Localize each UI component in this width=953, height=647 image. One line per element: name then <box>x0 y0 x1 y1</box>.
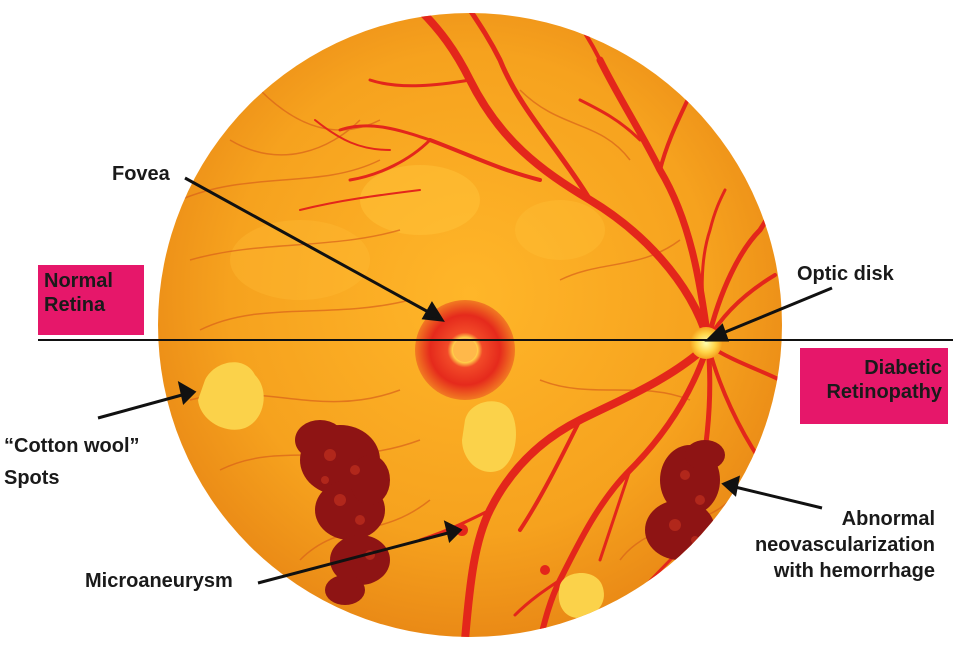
label-cotton-wool-line2: Spots <box>4 466 140 490</box>
label-optic-disk: Optic disk <box>797 262 894 286</box>
label-cotton-wool-line1: “Cotton wool” <box>4 434 140 458</box>
normal-retina-line2: Retina <box>44 293 138 317</box>
label-fovea: Fovea <box>112 162 170 186</box>
normal-retina-box: Normal Retina <box>38 265 144 335</box>
label-neovascularization: Abnormal neovascularization with hemorrh… <box>755 506 935 584</box>
label-cotton-wool: “Cotton wool” Spots <box>4 434 140 490</box>
label-neo-line2: neovascularization <box>755 532 935 558</box>
normal-retina-line1: Normal <box>44 269 138 293</box>
diabetic-retinopathy-line1: Diabetic <box>806 356 942 380</box>
label-microaneurysm: Microaneurysm <box>85 569 233 593</box>
diabetic-retinopathy-line2: Retinopathy <box>806 380 942 404</box>
label-neo-line1: Abnormal <box>755 506 935 532</box>
diabetic-retinopathy-box: Diabetic Retinopathy <box>800 348 948 424</box>
label-neo-line3: with hemorrhage <box>755 558 935 584</box>
